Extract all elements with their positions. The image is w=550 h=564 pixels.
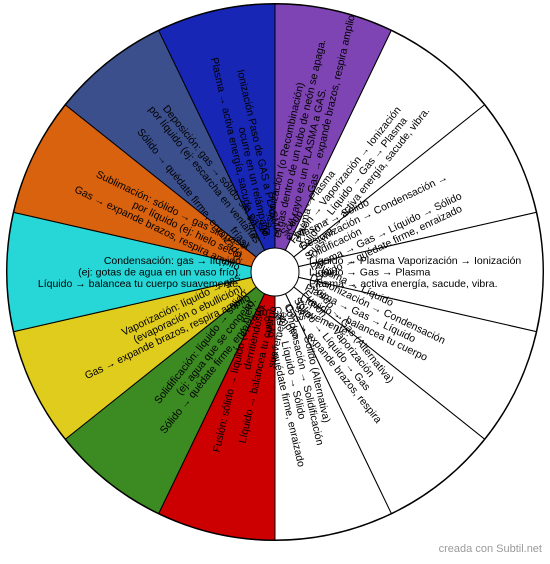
segment-label-group: Condensación: gas → líquido(ej: gotas de… [38, 255, 241, 290]
wheel-segment [274, 104, 537, 273]
wheel-segment [13, 104, 276, 273]
segment-label-line: Condensación: gas → líquido [104, 255, 241, 267]
wheel-segment [274, 271, 537, 440]
wheel-segment [274, 271, 392, 541]
wheel-segment [158, 3, 276, 273]
wheel-segment [13, 271, 276, 440]
wheel-segment [158, 271, 276, 541]
credit-label: creada con Subtil.net [438, 543, 542, 555]
wheel-segment [274, 29, 486, 273]
wheel-center-hole [250, 247, 300, 297]
segment-label-line: Plasma → activa energía, sacude, vibra. [309, 278, 498, 290]
wheel-segment [274, 271, 486, 515]
segment-label-line: (ej: gotas de agua en un vaso frío). [78, 267, 241, 279]
wheel-segment [64, 29, 276, 273]
wheel-segment [274, 3, 392, 273]
segment-label-line: Líquido → Plasma Vaporización → Ionizaci… [309, 255, 521, 267]
segment-label-line: Líquido → Gas → Plasma [309, 267, 431, 279]
segment-label-group: Líquido → Plasma Vaporización → Ionizaci… [309, 255, 521, 290]
wheel-segment [274, 211, 544, 333]
segment-label-line: Líquido → balancea tu cuerpo suavemente. [38, 278, 241, 290]
wheel-segment [64, 271, 276, 515]
wheel-segment [6, 211, 276, 333]
